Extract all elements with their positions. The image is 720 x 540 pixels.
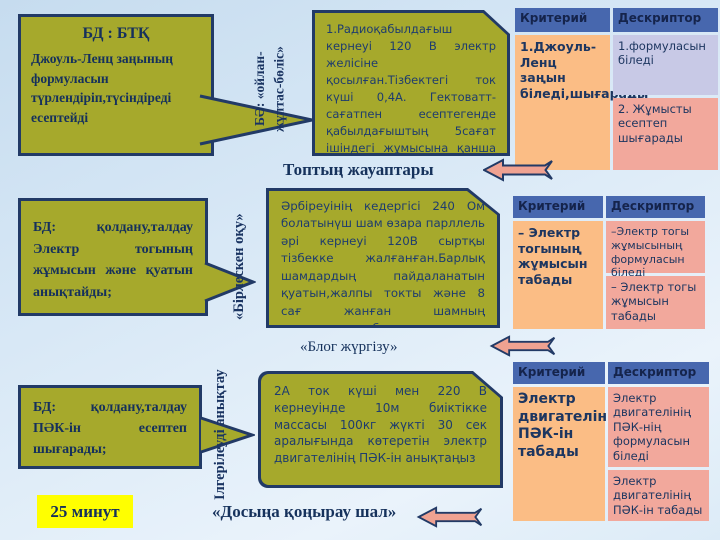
time-badge: 25 минут — [37, 495, 133, 528]
bloom-level-title: БД : БТҚ — [82, 25, 150, 42]
table-1-header-descriptor: Дескриптор — [613, 8, 718, 32]
table-2-descriptor-2: – Электр тогы жұмысын табады — [606, 276, 705, 329]
table-2-descriptor-1: –Электр тогы жұмысының формуласын біледі — [606, 221, 705, 279]
bloom-level-text: Джоуль-Ленц заңының формуласын түрлендір… — [31, 51, 174, 125]
table-3-descriptor-2: Электр двигателінің ПӘК-ін табады — [608, 470, 709, 522]
table-2-header-criterion: Критерий — [513, 196, 603, 218]
criteria-table-1: Критерий Дескриптор 1.Джоуль-Ленц заңын … — [515, 8, 718, 170]
callout-arrow-icon — [199, 94, 313, 146]
bloom-level-box-3: БД: қолдану,талдау ПӘК-ін есептеп шығара… — [18, 385, 202, 469]
bloom-level-box-2: БД: қолдану,талдау Электр тогының жұмысы… — [18, 198, 208, 316]
problem-box-3: 2А ток күші мен 220 В кернеуінде 10м биі… — [258, 371, 503, 488]
table-3-descriptor-1: Электр двигателінің ПӘК-нің формуласын б… — [608, 387, 709, 467]
table-2-criterion-cell: – Электр тогының жұмысын табады — [513, 221, 603, 329]
callout-arrow-icon — [204, 261, 256, 303]
problem-box-2: Әрбіреуінің кедергісі 240 Ом болатынүш ш… — [266, 188, 500, 328]
call-friend-label: «Досыңа қоңырау шал» — [212, 502, 397, 521]
group-answers-label: Топтың жауаптары — [283, 160, 434, 179]
strategy-collaborative-learning: «Бірлескен оқу» — [231, 213, 247, 321]
table-1-header-criterion: Критерий — [515, 8, 610, 32]
strategy-think-pair-share: БӘ: «ойлан- жұптас-бөліс» — [250, 8, 289, 170]
strategy-line-2: жұптас-бөліс» — [271, 46, 287, 132]
table-1-descriptor-2: 2. Жұмысты есептеп шығарады — [613, 98, 718, 170]
left-arrow-icon — [489, 335, 556, 357]
table-3-header-criterion: Критерий — [513, 362, 605, 384]
table-3-criterion-cell: Электр двигателінің ПӘК-ін табады — [513, 387, 623, 522]
strategy-progress-check: Ілгерілеуді анықтау — [212, 369, 228, 501]
bloom-level-box-1: БД : БТҚ Джоуль-Ленц заңының формуласын … — [18, 14, 214, 156]
problem-1-text: 1.Радиоқабылдағыш кернеуі 120 В электр ж… — [326, 22, 496, 173]
blog-label: «Блог жүргізу» — [300, 339, 398, 355]
table-3-header-descriptor: Дескриптор — [608, 362, 709, 384]
bloom-level-2-text: БД: қолдану,талдау Электр тогының жұмысы… — [33, 220, 193, 301]
callout-arrow-icon — [200, 416, 255, 454]
bloom-level-3-text: БД: қолдану,талдау ПӘК-ін есептеп шығара… — [33, 400, 187, 457]
strategy-line-1: БӘ: «ойлан- — [252, 51, 267, 127]
problem-3-text: 2А ток күші мен 220 В кернеуінде 10м биі… — [274, 384, 487, 466]
problem-2-text: Әрбіреуінің кедергісі 240 Ом болатынүш ш… — [281, 199, 485, 336]
table-1-descriptor-1: 1.формуласын біледі — [613, 35, 718, 95]
left-arrow-icon — [416, 506, 483, 528]
table-1-criterion-cell: 1.Джоуль-Ленц заңын біледі,шығарады — [515, 35, 648, 170]
problem-box-1: 1.Радиоқабылдағыш кернеуі 120 В электр ж… — [312, 10, 510, 156]
table-2-header-descriptor: Дескриптор — [606, 196, 705, 218]
criteria-table-3: Критерий Дескриптор Электр двигателінің … — [513, 362, 709, 522]
left-arrow-icon — [483, 158, 553, 182]
criteria-table-2: Критерий Дескриптор – Электр тогының жұм… — [513, 196, 705, 329]
